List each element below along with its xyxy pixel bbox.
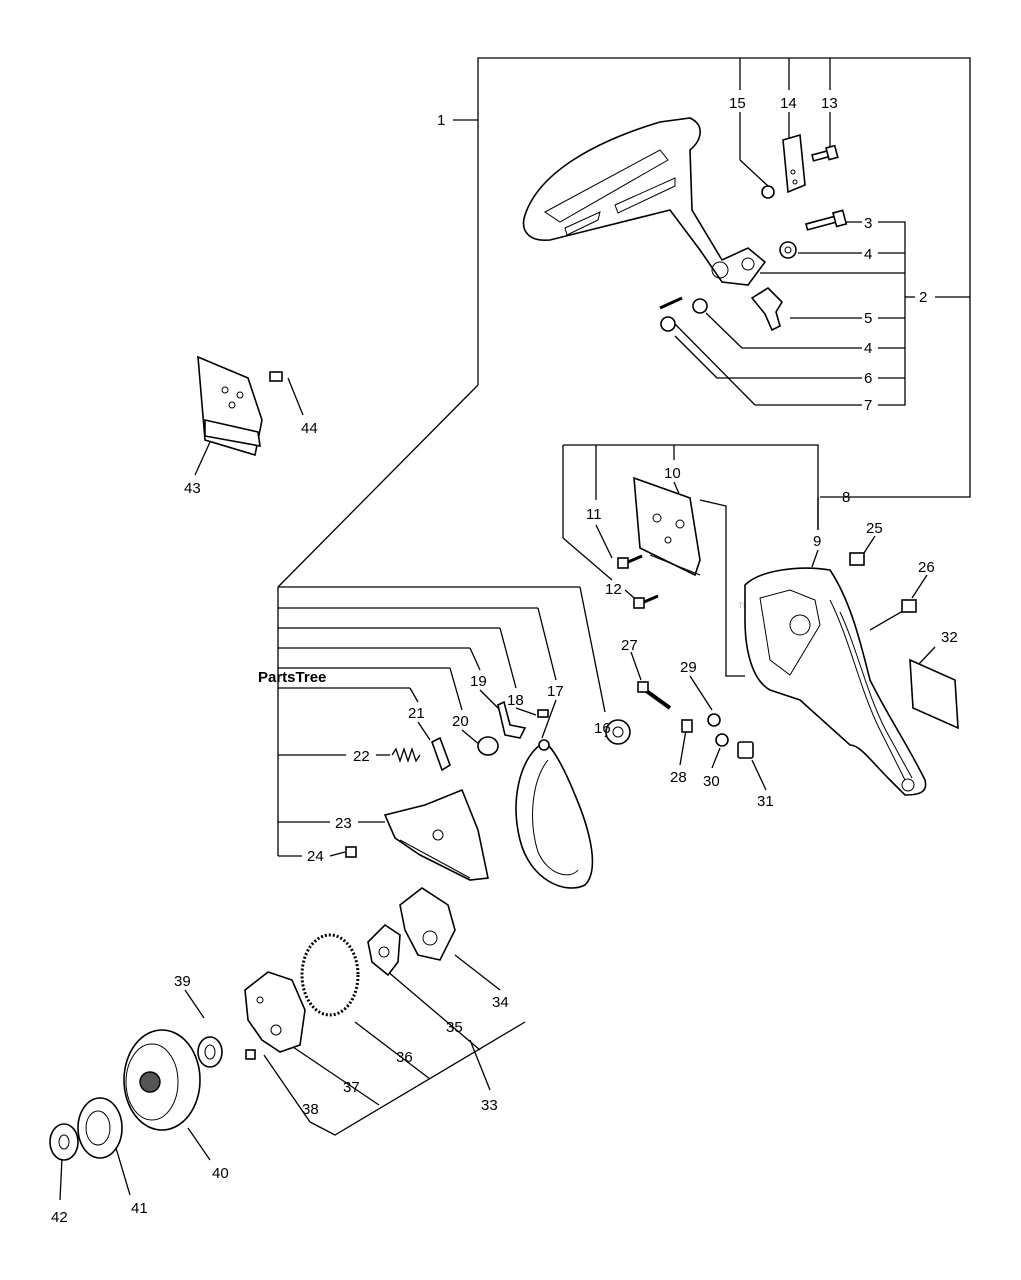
callout-24: 24: [307, 848, 324, 865]
callout-43: 43: [184, 480, 201, 497]
part-tensioner-hardware: [637, 681, 754, 759]
watermark: PartsTree: [258, 669, 326, 686]
part-brake-assembly: [391, 700, 631, 889]
callout-39: 39: [174, 973, 191, 990]
callout-32: 32: [941, 629, 958, 646]
leader-lines: [59, 57, 971, 1201]
part-brake-plate-23: [345, 788, 489, 881]
callout-2: 2: [919, 289, 927, 306]
callout-3: 3: [864, 215, 872, 232]
callout-31: 31: [757, 793, 774, 810]
callout-18: 18: [507, 692, 524, 709]
callout-20: 20: [452, 713, 469, 730]
callout-33: 33: [481, 1097, 498, 1114]
part-hand-guard: [522, 117, 767, 286]
callout-30: 30: [703, 773, 720, 790]
callout-38: 38: [302, 1101, 319, 1118]
callout-28: 28: [670, 769, 687, 786]
callout-8: 8: [842, 489, 850, 506]
callout-40: 40: [212, 1165, 229, 1182]
callout-21: 21: [408, 705, 425, 722]
callout-6: 6: [864, 370, 872, 387]
callout-9: 9: [813, 533, 821, 550]
callout-14: 14: [780, 95, 797, 112]
callout-labels: 1 2 3 4 4 5 6 7 8 9 10 11 12 13 14 15 16…: [51, 95, 958, 1226]
part-guide-plate-43: [197, 355, 283, 457]
callout-44: 44: [301, 420, 318, 437]
callout-1: 1: [437, 112, 445, 129]
callout-41: 41: [131, 1200, 148, 1217]
callout-15: 15: [729, 95, 746, 112]
part-clutch-cover-9: [744, 552, 927, 796]
callout-4a: 4: [864, 246, 872, 263]
callout-10: 10: [664, 465, 681, 482]
callout-12: 12: [605, 581, 622, 598]
callout-34: 34: [492, 994, 509, 1011]
callout-22: 22: [353, 748, 370, 765]
callout-11: 11: [586, 506, 602, 523]
callout-27: 27: [621, 637, 638, 654]
callout-4b: 4: [864, 340, 872, 357]
callout-7: 7: [864, 397, 872, 414]
callout-19: 19: [470, 673, 487, 690]
callout-26: 26: [918, 559, 935, 576]
callout-36: 36: [396, 1049, 413, 1066]
part-small-hardware: [659, 133, 848, 332]
part-plate-10: [617, 476, 701, 609]
callout-13: 13: [821, 95, 838, 112]
callout-29: 29: [680, 659, 697, 676]
callout-42: 42: [51, 1209, 68, 1226]
part-clutch-assembly: [49, 887, 456, 1161]
callout-16: 16: [594, 720, 611, 737]
callout-25: 25: [866, 520, 883, 537]
part-decal-32: [909, 658, 959, 730]
callout-35: 35: [446, 1019, 463, 1036]
callout-17: 17: [547, 683, 564, 700]
callout-37: 37: [343, 1079, 360, 1096]
callout-23: 23: [335, 815, 352, 832]
callout-5: 5: [864, 310, 872, 327]
